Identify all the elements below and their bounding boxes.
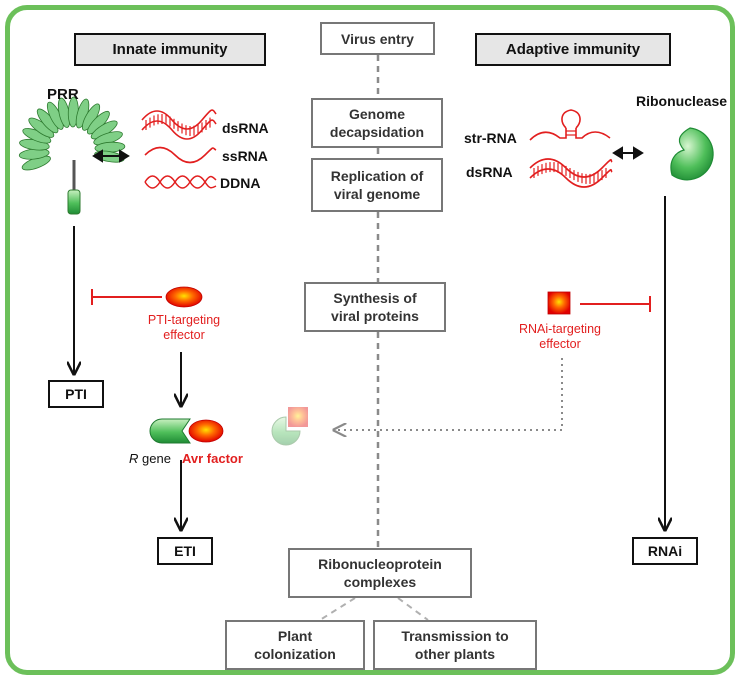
prr-receptor-icon: [18, 96, 126, 215]
adaptive-dsrna-label: dsRNA: [466, 164, 513, 180]
r-gene-label: R gene: [129, 451, 171, 466]
rnai-targeting-effector-icon: [547, 291, 571, 315]
avr-factor-label: Avr factor: [182, 451, 243, 466]
ribonuclease-icon: [670, 127, 714, 181]
innate-dna-label: DDNA: [220, 175, 261, 191]
innate-dsrna-label: dsRNA: [222, 120, 269, 136]
virus-entry-step: Virus entry: [320, 22, 435, 55]
adaptive-str-rna-icon: [529, 109, 611, 141]
innate-dsrna-icon: [141, 109, 217, 140]
bottom-dashed-branches: [319, 597, 429, 621]
eti-outcome-box: ETI: [157, 537, 213, 565]
rnai-outcome-box: RNAi: [632, 537, 698, 565]
pti-outcome-box: PTI: [48, 380, 104, 408]
innate-dna-icon: [144, 175, 217, 189]
r-gene-icon: [149, 418, 191, 444]
prr-label: PRR: [47, 86, 79, 103]
rnai-effector-dotted-arrow: [334, 358, 563, 430]
innate-immunity-header: Innate immunity: [74, 33, 266, 66]
avr-factor-icon: [188, 419, 224, 443]
r-gene-italic: R: [129, 451, 139, 466]
innate-binding-arrow: [92, 149, 130, 163]
adaptive-str-rna-label: str-RNA: [464, 130, 517, 146]
rnai-inhibition-line: [580, 296, 651, 312]
pti-targeting-effector-icon: [165, 286, 203, 308]
faded-complex-icon: [271, 407, 308, 446]
diagram-frame: [5, 5, 735, 675]
innate-ssrna-label: ssRNA: [222, 148, 268, 164]
adaptive-binding-arrow: [612, 146, 644, 160]
innate-ssrna-icon: [144, 146, 217, 164]
adaptive-dsrna-icon: [529, 158, 613, 188]
ribonuclease-label: Ribonuclease: [636, 93, 728, 109]
pti-inhibition-line: [91, 289, 162, 305]
adaptive-immunity-header: Adaptive immunity: [475, 33, 671, 66]
